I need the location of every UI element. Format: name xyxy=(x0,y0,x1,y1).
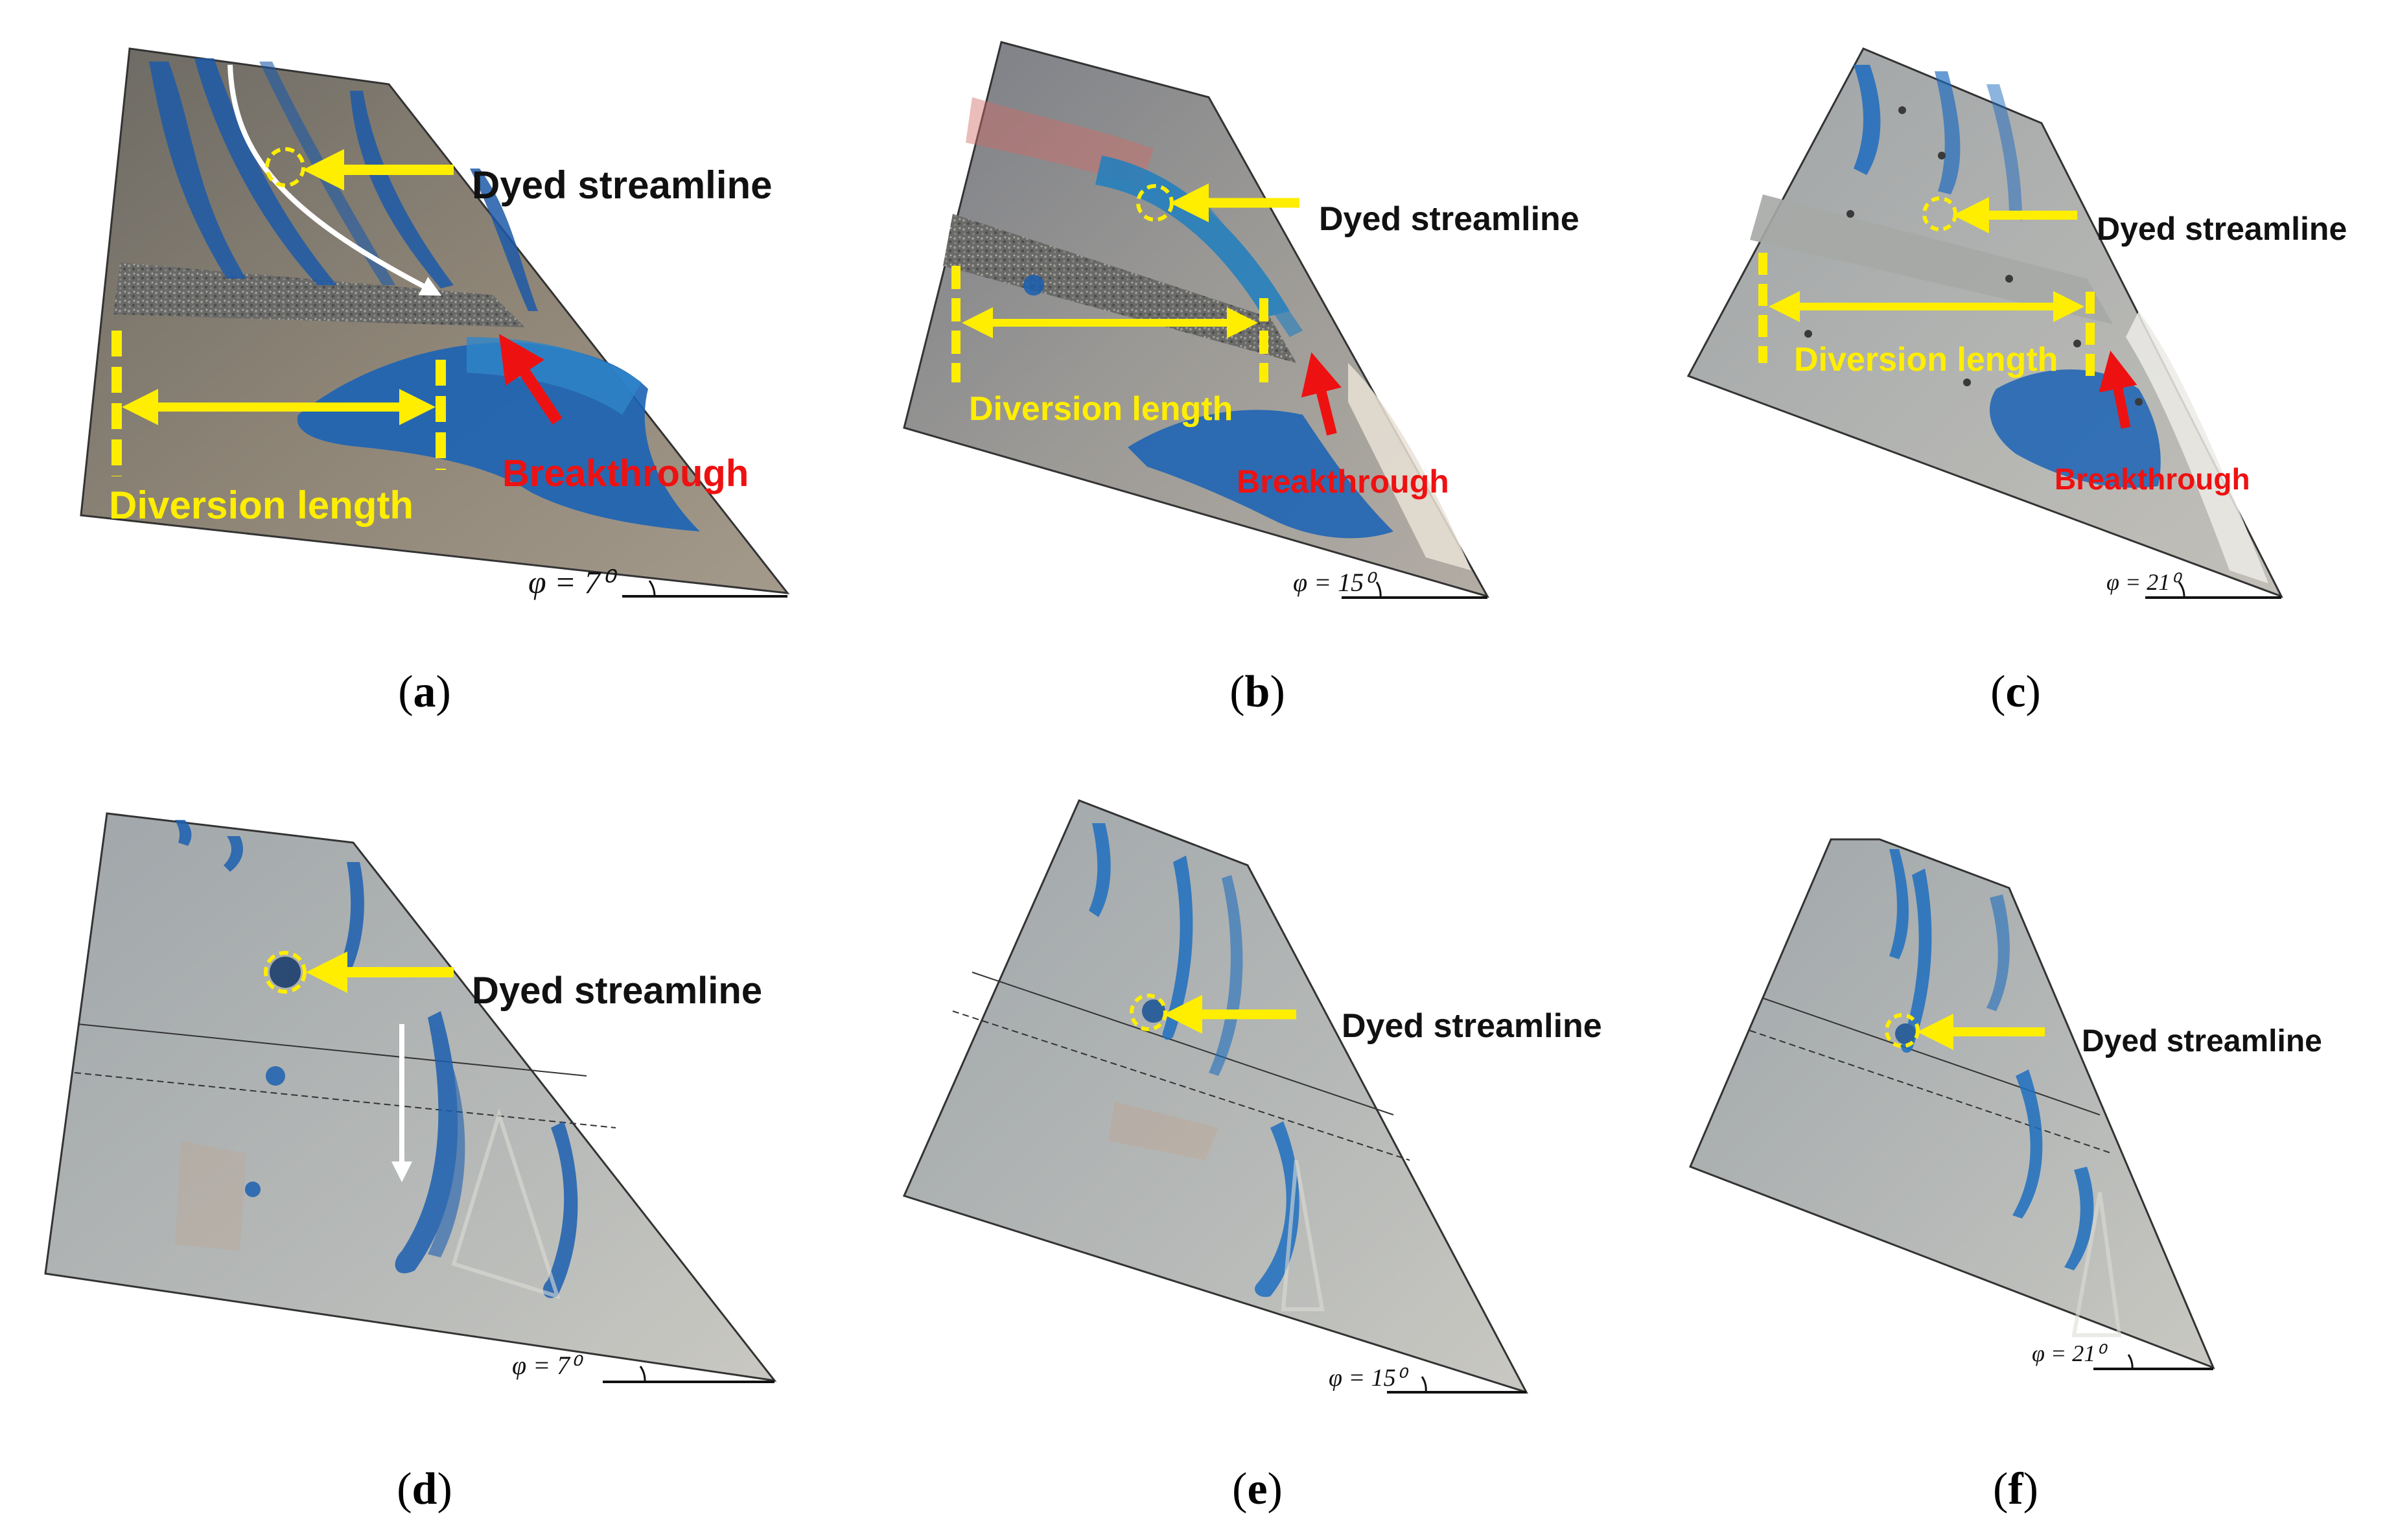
angle-label-b: φ = 15⁰ xyxy=(1293,568,1377,597)
diversion-length-label-a: Diversion length xyxy=(109,484,413,527)
caption-a: (a) xyxy=(398,667,451,717)
angle-label-a: φ = 7⁰ xyxy=(528,564,618,600)
dyed-streamline-label-f: Dyed streamline xyxy=(2082,1024,2322,1058)
panel-f: Dyed streamline φ = 21⁰ (f) xyxy=(1689,838,2322,1514)
diversion-length-label-b: Diversion length xyxy=(969,390,1233,428)
dyed-streamline-label-c: Dyed streamline xyxy=(2097,211,2347,247)
breakthrough-arrow-b xyxy=(1301,352,1342,436)
dyed-streamline-label-e: Dyed streamline xyxy=(1342,1007,1602,1045)
caption-b: (b) xyxy=(1229,667,1285,717)
plate-f xyxy=(1689,838,2215,1370)
breakthrough-label-c: Breakthrough xyxy=(2055,462,2250,496)
caption-c: (c) xyxy=(1990,667,2041,717)
sensor-dots-c xyxy=(1804,106,2143,406)
angle-label-f: φ = 21⁰ xyxy=(2032,1340,2108,1366)
breakthrough-plume-b xyxy=(1128,410,1393,539)
dye-streaks-f xyxy=(1889,849,2094,1270)
dye-streaks-c xyxy=(1854,65,2022,220)
dye-streaks-b xyxy=(1023,156,1303,337)
dye-streaks-d xyxy=(175,820,578,1298)
dyed-streamline-label-a: Dyed streamline xyxy=(472,163,773,207)
dyed-streamline-label-d: Dyed streamline xyxy=(472,970,762,1012)
breakthrough-label-a: Breakthrough xyxy=(502,452,749,495)
panel-b: Dyed streamline Diversion length Breakth… xyxy=(903,41,1579,717)
angle-label-e: φ = 15⁰ xyxy=(1329,1364,1409,1392)
angle-label-d: φ = 7⁰ xyxy=(512,1351,583,1380)
gravel-band-a xyxy=(113,262,525,327)
caption-d: (d) xyxy=(397,1464,452,1514)
breakthrough-label-b: Breakthrough xyxy=(1237,463,1449,500)
panel-a: Dyed streamline Diversion length Breakth… xyxy=(80,47,790,717)
diversion-length-label-c: Diversion length xyxy=(1794,341,2058,379)
caption-f: (f) xyxy=(1993,1464,2038,1514)
panel-c: Dyed streamline Diversion length Breakth… xyxy=(1686,47,2347,717)
dye-marker-circle-d xyxy=(264,951,307,994)
breakthrough-arrow-a xyxy=(499,334,563,425)
dyed-streamline-label-b: Dyed streamline xyxy=(1319,200,1579,238)
panel-d: Dyed streamline φ = 7⁰ (d) xyxy=(44,812,777,1514)
plate-c xyxy=(1686,47,2284,598)
panel-e: Dyed streamline φ = 15⁰ (e) xyxy=(902,799,1602,1514)
angle-label-c: φ = 21⁰ xyxy=(2106,569,2182,595)
breakthrough-arrow-c xyxy=(2099,350,2137,429)
caption-e: (e) xyxy=(1232,1464,1283,1514)
plate-d xyxy=(44,812,777,1382)
